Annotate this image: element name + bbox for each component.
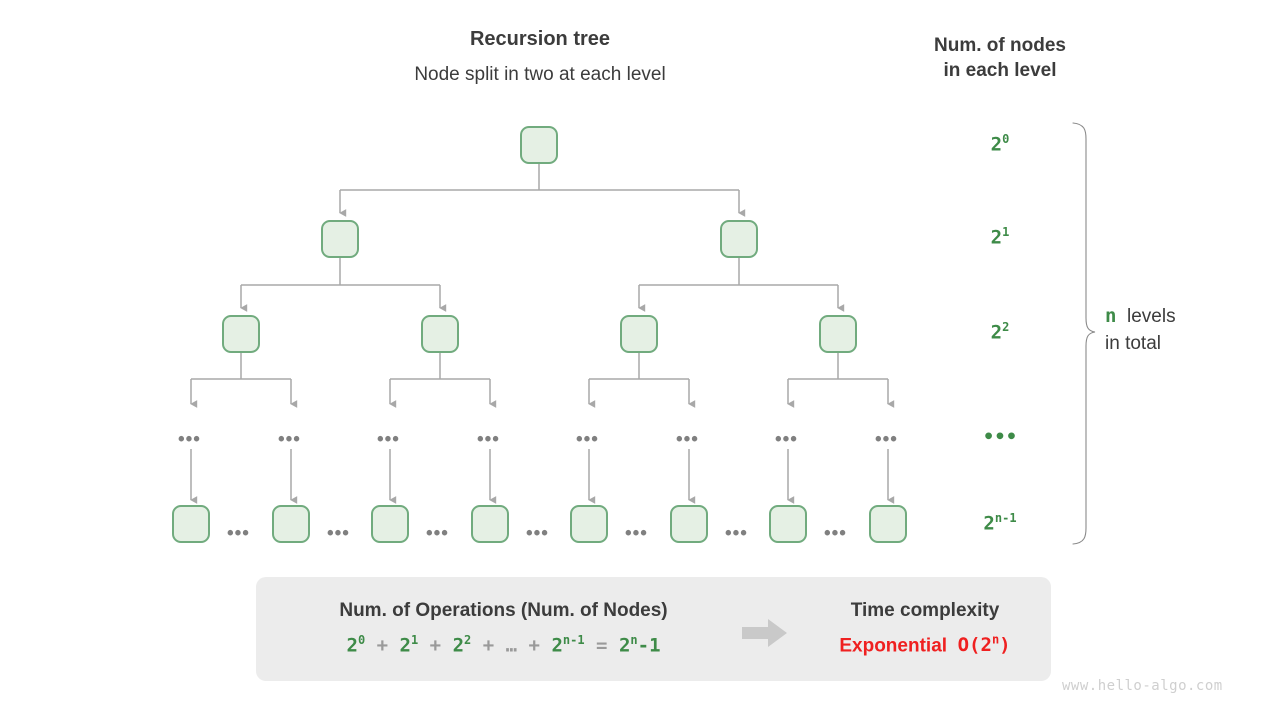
gap-ellipsis: ••• (526, 523, 549, 544)
tree-node (520, 126, 558, 164)
formula-exp: n-1 (562, 633, 585, 647)
tree-node (471, 505, 509, 543)
level-count-ellipsis: ••• (982, 426, 1018, 448)
tree-node (421, 315, 459, 353)
level-ellipsis: ••• (178, 429, 201, 450)
big-o-tail: ) (999, 634, 1011, 657)
complexity-block: Time complexity Exponential O(2n) (800, 600, 1050, 657)
level-count-exp: 2 (1002, 320, 1010, 334)
complexity-big-o: O(2n) (957, 633, 1011, 657)
tree-subtitle: Node split in two at each level (414, 64, 666, 85)
level-count-last: 2n-1 (955, 511, 1045, 534)
tree-node (670, 505, 708, 543)
level-count-base: 2 (990, 226, 1003, 249)
formula-term: 2 (399, 634, 411, 657)
level-ellipsis: ••• (875, 429, 898, 450)
level-count-2: 22 (955, 320, 1045, 343)
level-ellipsis: ••• (377, 429, 400, 450)
gap-ellipsis: ••• (327, 523, 350, 544)
gap-ellipsis: ••• (426, 523, 449, 544)
level-count-base: 2 (990, 133, 1003, 156)
formula-equals: = (596, 634, 608, 657)
level-ellipsis: ••• (477, 429, 500, 450)
tree-node (172, 505, 210, 543)
big-o-exp: n (991, 633, 1000, 647)
levels-variable: n (1105, 305, 1117, 327)
tree-node (371, 505, 409, 543)
tree-node (321, 220, 359, 258)
operations-heading: Num. of Operations (Num. of Nodes) (339, 600, 668, 621)
operations-formula: 20 + 21 + 22 + … + 2n-1 = 2n-1 (276, 633, 731, 656)
formula-op: + (376, 634, 389, 657)
formula-term: 2 (618, 634, 631, 657)
formula-op: + (429, 634, 442, 657)
tree-node (570, 505, 608, 543)
complexity-value: Exponential O(2n) (800, 633, 1050, 657)
levels-word: levels (1127, 306, 1176, 327)
formula-exp: 2 (464, 633, 472, 647)
level-ellipsis: ••• (676, 429, 699, 450)
formula-exp: 1 (410, 633, 419, 647)
formula-term-tail: -1 (637, 634, 661, 657)
tree-node (272, 505, 310, 543)
gap-ellipsis: ••• (824, 523, 847, 544)
big-o-prefix: O(2 (957, 634, 992, 657)
tree-title: Recursion tree (469, 28, 611, 50)
complexity-heading: Time complexity (850, 600, 1000, 621)
formula-term: 2 (551, 634, 563, 657)
formula-term: 2 (346, 634, 358, 657)
levels-total-label: n levels in total (1105, 303, 1255, 357)
levels-total-word: in total (1105, 333, 1161, 354)
counts-title: Num. of nodes in each level (880, 33, 1120, 83)
formula-term: 2 (452, 634, 465, 657)
watermark: www.hello-algo.com (1062, 678, 1223, 694)
level-count-exp: 1 (1002, 225, 1010, 239)
formula-exp: n (630, 633, 638, 647)
summary-panel (256, 577, 1051, 681)
level-ellipsis: ••• (278, 429, 301, 450)
level-count-base: 2 (983, 512, 995, 535)
level-count-exp: 0 (1002, 132, 1010, 146)
level-count-1: 21 (955, 225, 1045, 248)
gap-ellipsis: ••• (227, 523, 250, 544)
operations-block: Num. of Operations (Num. of Nodes) 20 + … (276, 600, 731, 656)
complexity-word: Exponential (839, 635, 948, 657)
counts-title-line1: Num. of nodes (934, 35, 1066, 56)
level-count-0: 20 (955, 132, 1045, 155)
formula-op: + (482, 634, 495, 657)
tree-node (222, 315, 260, 353)
level-count-exp: n-1 (994, 511, 1017, 525)
tree-node (620, 315, 658, 353)
levels-brace (1072, 122, 1096, 545)
formula-exp: 0 (357, 633, 366, 647)
gap-ellipsis: ••• (625, 523, 648, 544)
gap-ellipsis: ••• (725, 523, 748, 544)
formula-ellipsis: … (505, 634, 518, 657)
counts-title-line2: in each level (943, 60, 1057, 81)
level-ellipsis: ••• (775, 429, 798, 450)
tree-node (769, 505, 807, 543)
level-count-base: 2 (990, 321, 1003, 344)
tree-node (819, 315, 857, 353)
level-ellipsis: ••• (576, 429, 599, 450)
tree-node (720, 220, 758, 258)
formula-op: + (528, 634, 540, 657)
tree-node (869, 505, 907, 543)
arrow-right-icon (742, 619, 787, 647)
